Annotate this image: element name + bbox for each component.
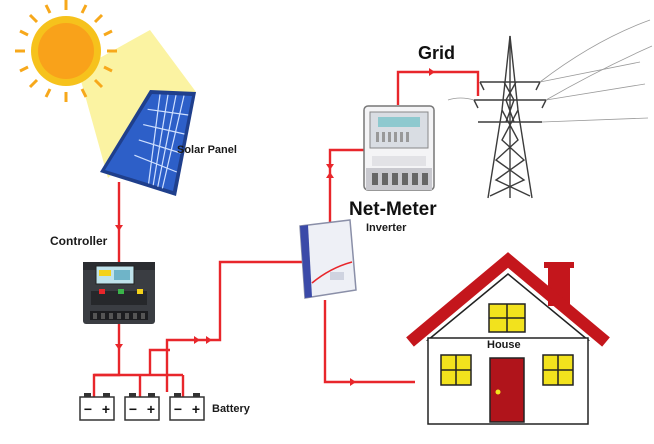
wire-meter-grid: [396, 70, 480, 105]
wire-inverter-meter: [328, 148, 365, 225]
sunlight-beam: [78, 30, 196, 178]
battery-terminal-negative: −: [84, 401, 92, 417]
battery-icon: [79, 393, 115, 421]
battery-bank: − + − + − +: [79, 393, 205, 421]
solar-panel-icon: [100, 90, 196, 196]
inverter-icon: [299, 219, 357, 299]
solar-panel-label: Solar Panel: [177, 144, 237, 156]
battery-icon: [169, 393, 205, 421]
battery-terminal-negative: −: [174, 401, 182, 417]
battery-terminal-positive: +: [192, 401, 200, 417]
grid-label: Grid: [418, 43, 456, 63]
house-window: [542, 354, 574, 386]
battery-terminal-negative: −: [129, 401, 137, 417]
battery-label: Battery: [212, 403, 250, 415]
net-meter-icon: [363, 105, 435, 191]
battery-terminal-positive: +: [102, 401, 110, 417]
house-window: [440, 354, 472, 386]
wire-controller-battery: [92, 322, 121, 397]
controller-label: Controller: [50, 234, 108, 248]
controller-icon: [83, 262, 155, 324]
wire-battery-inverter: [165, 260, 302, 392]
house-window: [488, 303, 526, 333]
inverter-label: Inverter: [366, 222, 407, 234]
wire-inverter-house: [323, 300, 415, 384]
wire-arrows: [115, 68, 435, 386]
grid-tower-icon: [447, 19, 653, 199]
house-label: House: [487, 339, 521, 351]
house-icon: [406, 252, 610, 425]
house-door: [489, 357, 525, 423]
battery-icon: [124, 393, 160, 421]
net-meter-label: Net-Meter: [349, 199, 437, 220]
sun-icon: [15, 0, 117, 102]
battery-terminal-positive: +: [147, 401, 155, 417]
